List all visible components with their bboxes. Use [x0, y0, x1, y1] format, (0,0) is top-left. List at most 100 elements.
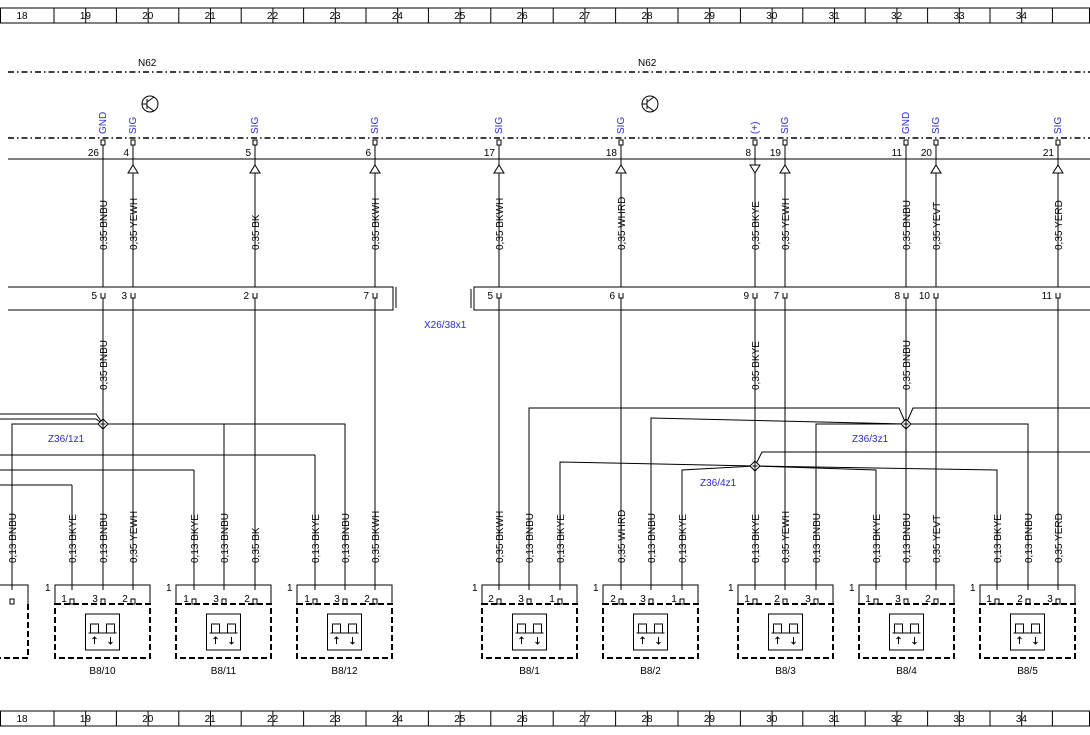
connector-position-number: 1: [287, 583, 293, 594]
connector-pin: [69, 598, 75, 605]
connector-pin: [252, 293, 258, 299]
pin-number: 8: [745, 148, 751, 159]
signal-out-arrow-icon: [749, 164, 761, 174]
grid-column-number: 24: [392, 11, 404, 22]
grid-column-number: 32: [891, 11, 903, 22]
sensor-label: B8/11: [211, 666, 237, 677]
connector-position-number: 1: [166, 583, 172, 594]
connector-pin-number: 7: [773, 291, 779, 302]
transistor-icon: [641, 95, 659, 113]
signal-in-arrow-icon: [1052, 164, 1064, 174]
sensor-pin-number: 1: [304, 594, 310, 605]
ultrasonic-sensor-icon: [85, 613, 120, 651]
pin-number: 18: [606, 148, 618, 159]
connector-position-number: 1: [728, 583, 734, 594]
grid-column-number: 30: [766, 11, 778, 22]
sensor-pin-number: 3: [92, 594, 98, 605]
sensor-label: B8/10: [89, 666, 116, 677]
pin-signal-label: SIG: [250, 117, 261, 134]
pin-number: 20: [921, 148, 933, 159]
connector-pin: [496, 293, 502, 299]
sensor-pin-number: 1: [865, 594, 871, 605]
connector-pin-number: 7: [363, 291, 369, 302]
wire-label: 0,13 BKYE: [678, 514, 689, 563]
grid-column-number: 29: [704, 714, 716, 725]
connector-pin-number: 10: [919, 291, 931, 302]
grid-column-number: 34: [1016, 714, 1028, 725]
wire-label: 0,35 WHRD: [617, 510, 628, 563]
pin-signal-label: SIG: [1053, 117, 1064, 134]
grid-column-number: 18: [16, 714, 28, 725]
arrow-up-icon: [213, 636, 218, 644]
connector-pin-number: 6: [609, 291, 615, 302]
pin-terminal: [782, 139, 788, 146]
wire-label: 0,35 BK: [251, 214, 262, 250]
wire-label: 0,13 BNBU: [525, 513, 536, 563]
sensor-pin-number: 2: [122, 594, 128, 605]
sensor-connector-housing: [54, 584, 151, 604]
sensor-connector-housing: [175, 584, 272, 604]
arrow-down-icon: [535, 637, 540, 645]
connector-pin: [496, 598, 502, 605]
grid-column-number: 22: [267, 714, 279, 725]
ultrasonic-sensor-icon: [1010, 613, 1045, 651]
sensor-pin-number: 3: [213, 594, 219, 605]
wire-label: 0,35 BKYE: [751, 341, 762, 390]
connector-pin: [752, 598, 758, 605]
wire-label: 0,35 YEWH: [781, 511, 792, 563]
sensor-connector-housing: [296, 584, 393, 604]
connector-position-number: 1: [849, 583, 855, 594]
connector-pin: [372, 293, 378, 299]
grid-bar: [0, 7, 1090, 24]
connector-position-number: 1: [45, 583, 51, 594]
pin-signal-label: GND: [901, 112, 912, 134]
sensor-pin-number: 2: [244, 594, 250, 605]
grid-column-number: 24: [392, 714, 404, 725]
sensor-connector-housing: [481, 584, 578, 604]
wire-label: 0,13 BNBU: [220, 513, 231, 563]
wire-label: 0,35 BKWH: [495, 511, 506, 563]
sensor-pin-number: 1: [61, 594, 67, 605]
sensor-label: B8/2: [640, 666, 661, 677]
wire-label: 0,35 YERD: [1054, 513, 1065, 563]
sensor-pin-number: 3: [334, 594, 340, 605]
sensor-pin-number: 1: [744, 594, 750, 605]
signal-in-arrow-icon: [369, 164, 381, 174]
sensor-body: [481, 603, 578, 659]
grid-column-number: 23: [329, 714, 341, 725]
sensor-label: B8/5: [1017, 666, 1038, 677]
wire-label: 0,35 BKWH: [371, 511, 382, 563]
grid-column-number: 26: [517, 714, 529, 725]
connector-pin-number: 5: [487, 291, 493, 302]
grid-column-number: 28: [641, 11, 653, 22]
wire-label: 0,35 BNBU: [902, 340, 913, 390]
sensor-pin-number: 3: [805, 594, 811, 605]
pin-terminal: [618, 139, 624, 146]
wire-label: 0,13 BKYE: [872, 514, 883, 563]
connector-pin: [618, 293, 624, 299]
grid-column-number: 22: [267, 11, 279, 22]
pin-number: 26: [88, 148, 100, 159]
connector-pin-number: 5: [91, 291, 97, 302]
wire-label: 0,13 BKYE: [190, 514, 201, 563]
ultrasonic-sensor-icon: [768, 613, 803, 651]
pin-signal-label: (+): [750, 122, 761, 135]
sensor-label: B8/12: [331, 666, 358, 677]
wire-label: 0,35 YEWH: [129, 511, 140, 563]
sensor-pin-number: 3: [518, 594, 524, 605]
signal-in-arrow-icon: [615, 164, 627, 174]
pin-terminal: [903, 139, 909, 146]
connector-position-number: 1: [970, 583, 976, 594]
grid-column-number: 18: [16, 11, 28, 22]
